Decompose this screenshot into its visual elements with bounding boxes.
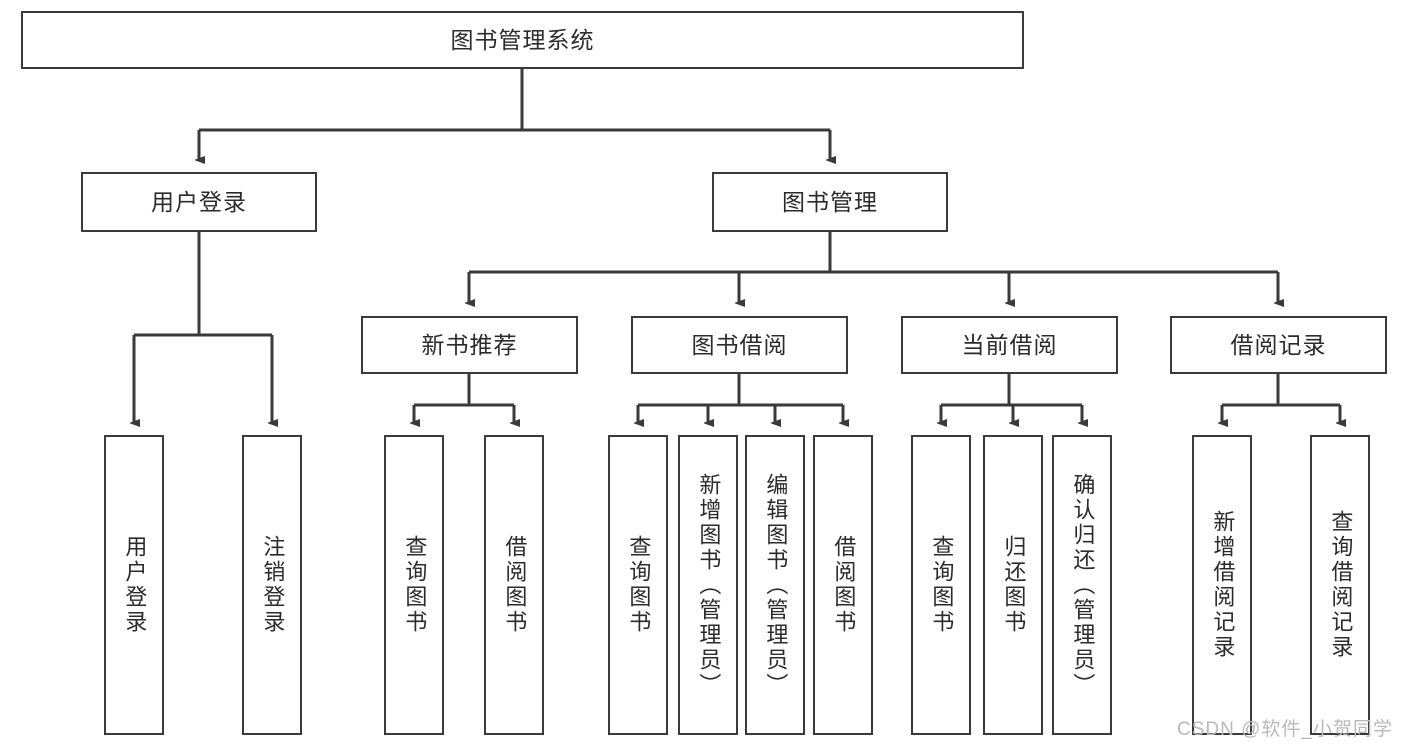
node-leaf-query-book-rec-label: 查询图书 bbox=[402, 535, 428, 635]
node-leaf-borrow-book[interactable]: 借阅图书 bbox=[813, 435, 873, 735]
node-leaf-query-book-borrow-label: 查询图书 bbox=[626, 535, 652, 635]
node-leaf-edit-book-admin-label: 编辑图书（管理员） bbox=[763, 472, 789, 698]
node-user-login-label: 用户登录 bbox=[151, 188, 247, 215]
node-leaf-query-book-cur-label: 查询图书 bbox=[929, 535, 955, 635]
node-user-login[interactable]: 用户登录 bbox=[81, 172, 317, 232]
node-leaf-borrow-book-rec-label: 借阅图书 bbox=[502, 535, 528, 635]
node-leaf-add-book-admin[interactable]: 新增图书（管理员） bbox=[678, 435, 738, 735]
node-borrow-record-label: 借阅记录 bbox=[1230, 331, 1327, 358]
node-leaf-edit-book-admin[interactable]: 编辑图书（管理员） bbox=[745, 435, 805, 735]
node-current-borrow-label: 当前借阅 bbox=[961, 331, 1058, 358]
node-leaf-confirm-return-admin[interactable]: 确认归还（管理员） bbox=[1052, 435, 1112, 735]
node-leaf-user-login-label: 用户登录 bbox=[122, 535, 148, 635]
node-leaf-add-borrow-record-label: 新增借阅记录 bbox=[1210, 510, 1236, 660]
node-new-book-recommend-label: 新书推荐 bbox=[421, 331, 518, 358]
node-new-book-recommend[interactable]: 新书推荐 bbox=[361, 316, 578, 374]
node-leaf-query-borrow-record[interactable]: 查询借阅记录 bbox=[1310, 435, 1370, 735]
node-leaf-query-book-borrow[interactable]: 查询图书 bbox=[608, 435, 668, 735]
node-book-manage[interactable]: 图书管理 bbox=[712, 172, 948, 232]
node-leaf-return-book-label: 归还图书 bbox=[1001, 535, 1027, 635]
node-book-manage-label: 图书管理 bbox=[782, 188, 878, 215]
node-current-borrow[interactable]: 当前借阅 bbox=[901, 316, 1118, 374]
node-leaf-query-borrow-record-label: 查询借阅记录 bbox=[1328, 510, 1354, 660]
node-leaf-query-book-rec[interactable]: 查询图书 bbox=[384, 435, 444, 735]
node-leaf-borrow-book-label: 借阅图书 bbox=[831, 535, 857, 635]
node-book-borrow[interactable]: 图书借阅 bbox=[631, 316, 848, 374]
node-book-borrow-label: 图书借阅 bbox=[691, 331, 788, 358]
node-root-label: 图书管理系统 bbox=[450, 26, 595, 53]
node-leaf-query-book-cur[interactable]: 查询图书 bbox=[911, 435, 971, 735]
node-leaf-user-login[interactable]: 用户登录 bbox=[104, 435, 164, 735]
node-leaf-add-book-admin-label: 新增图书（管理员） bbox=[696, 472, 722, 698]
node-leaf-user-logout-label: 注销登录 bbox=[260, 535, 286, 635]
node-leaf-add-borrow-record[interactable]: 新增借阅记录 bbox=[1192, 435, 1252, 735]
watermark-text: CSDN @软件_小贺同学 bbox=[1177, 719, 1393, 740]
node-leaf-return-book[interactable]: 归还图书 bbox=[983, 435, 1043, 735]
node-root[interactable]: 图书管理系统 bbox=[21, 11, 1024, 69]
node-leaf-confirm-return-admin-label: 确认归还（管理员） bbox=[1070, 472, 1096, 698]
node-leaf-borrow-book-rec[interactable]: 借阅图书 bbox=[484, 435, 544, 735]
node-borrow-record[interactable]: 借阅记录 bbox=[1170, 316, 1387, 374]
node-leaf-user-logout[interactable]: 注销登录 bbox=[242, 435, 302, 735]
